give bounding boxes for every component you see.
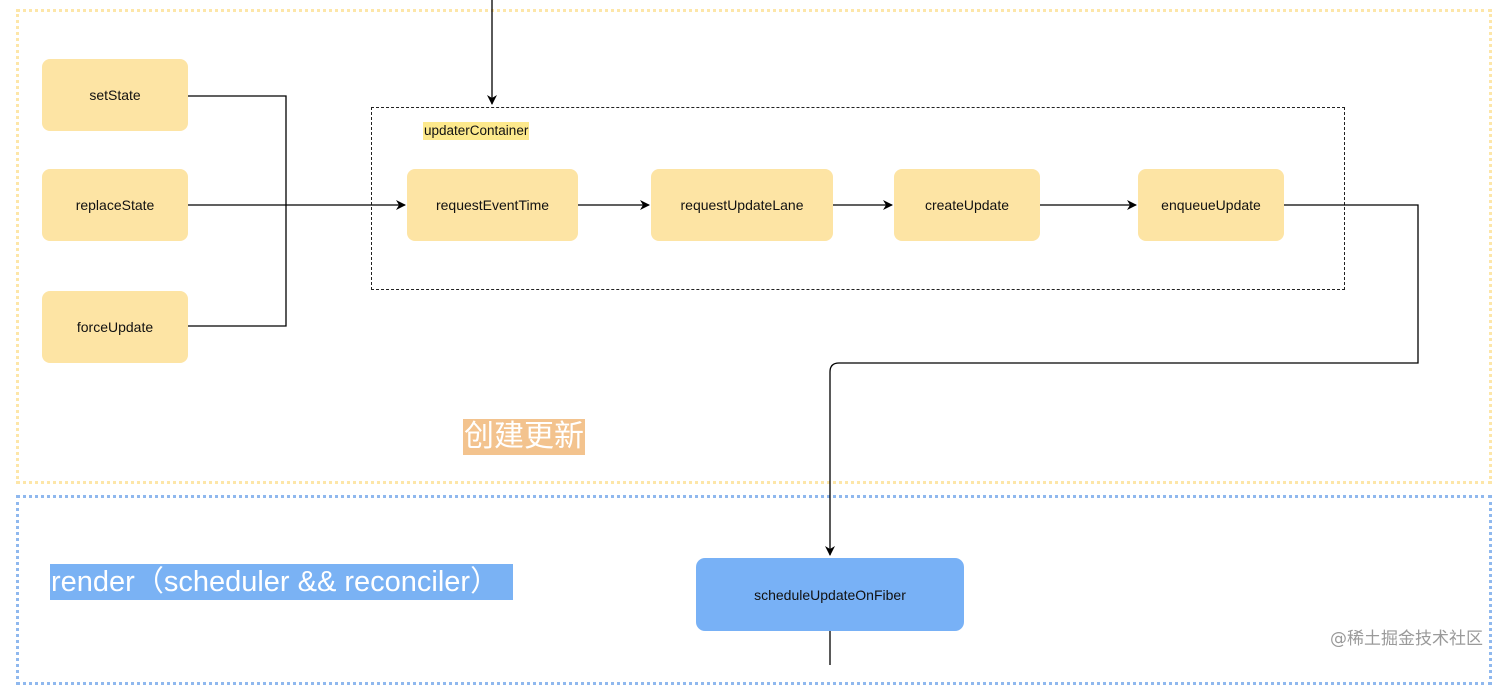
- node-schedule-update-on-fiber[interactable]: scheduleUpdateOnFiber: [696, 558, 964, 631]
- node-replace-state[interactable]: replaceState: [42, 169, 188, 241]
- node-force-update[interactable]: forceUpdate: [42, 291, 188, 363]
- node-enqueue-update[interactable]: enqueueUpdate: [1138, 169, 1284, 241]
- node-request-event-time[interactable]: requestEventTime: [407, 169, 578, 241]
- watermark: @稀土掘金技术社区: [1330, 629, 1483, 649]
- create-update-region-label: 创建更新: [463, 419, 585, 455]
- node-set-state[interactable]: setState: [42, 59, 188, 131]
- render-region-label: render（scheduler && reconciler）: [50, 564, 514, 600]
- updater-container-label: updaterContainer: [423, 122, 530, 140]
- node-create-update[interactable]: createUpdate: [894, 169, 1040, 241]
- node-request-update-lane[interactable]: requestUpdateLane: [651, 169, 833, 241]
- create-update-region: [16, 9, 1492, 484]
